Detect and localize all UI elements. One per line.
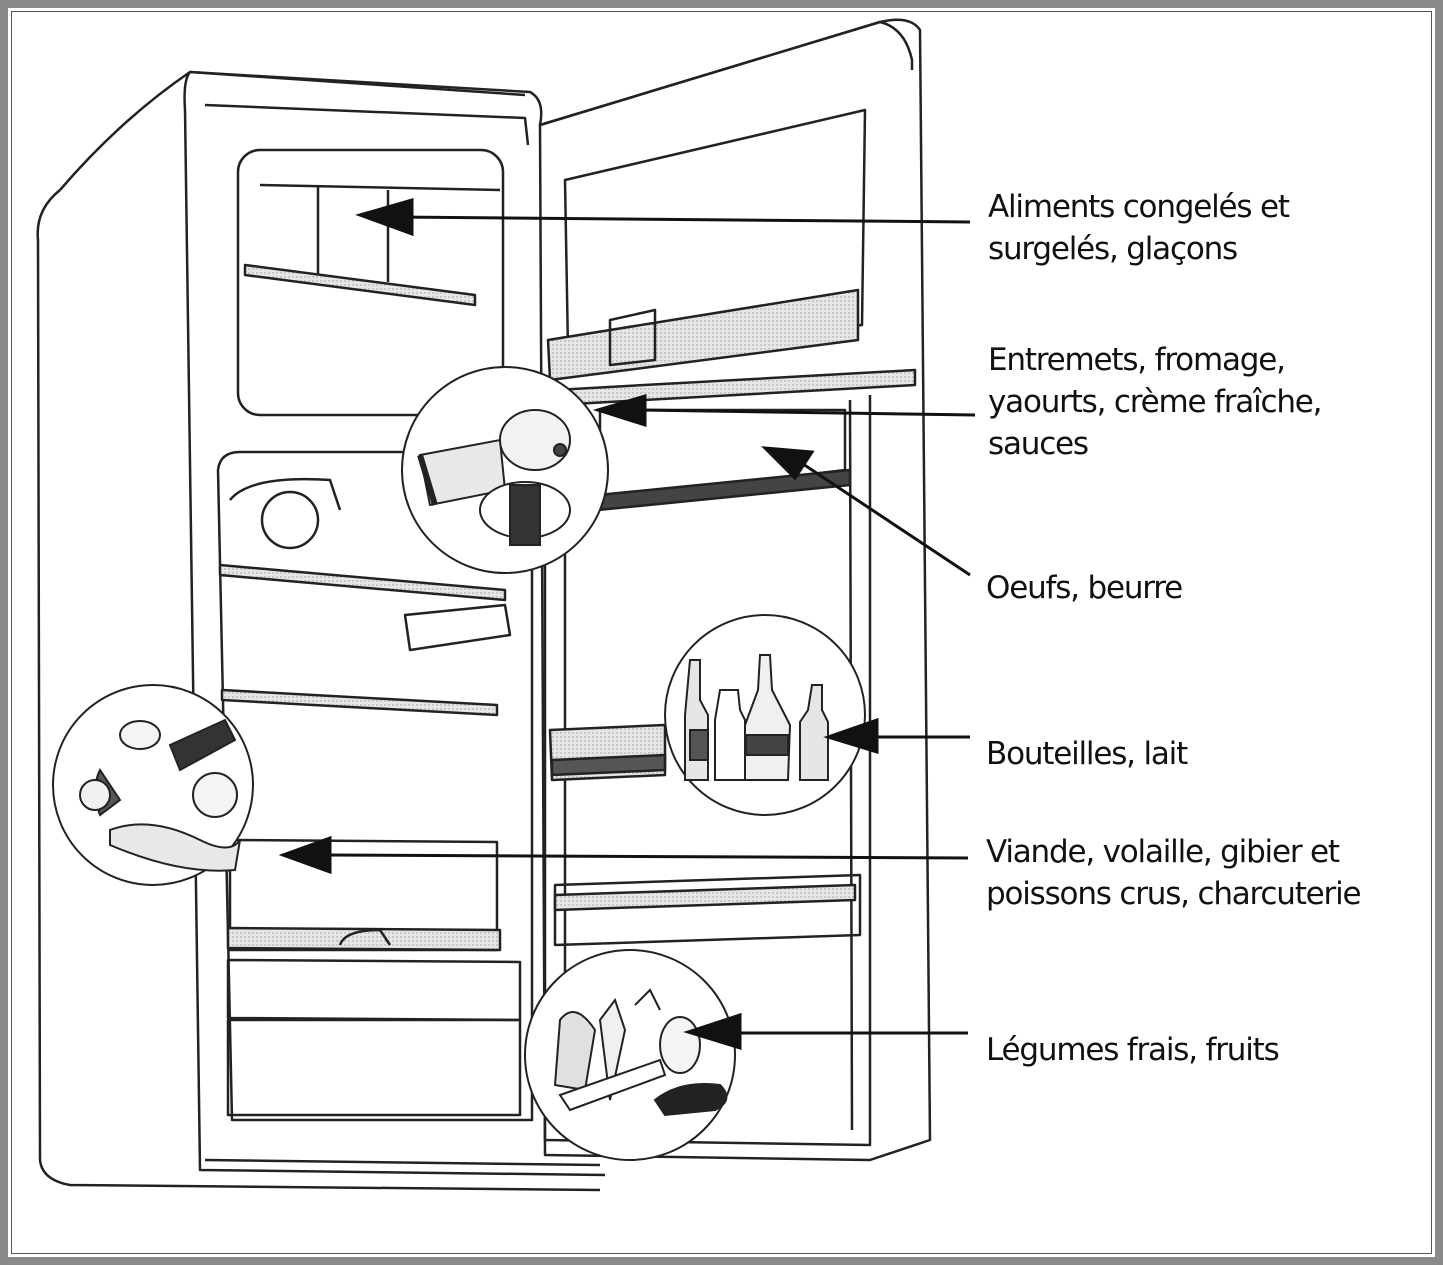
- pointer-lines: [278, 198, 976, 1051]
- arrowhead-bottles: [823, 717, 879, 755]
- label-meat-fish: Viande, volaille, gibier et poissons cru…: [986, 834, 1362, 912]
- label-bottles-milk: Bouteilles, lait: [986, 736, 1188, 772]
- inset-cheese: [401, 366, 609, 574]
- label-vegetables-fruits: Légumes frais, fruits: [986, 1032, 1280, 1068]
- pointer-line-eggs: [799, 460, 971, 577]
- arrowhead-meat: [278, 835, 332, 875]
- label-dairy: Entremets, fromage, yaourts, crème fraîc…: [988, 342, 1323, 462]
- arrowhead-vegetables: [683, 1012, 742, 1051]
- label-frozen-food: Aliments congelés et surgelés, glaçons: [988, 189, 1290, 267]
- pointer-line-dairy: [639, 408, 976, 417]
- arrowhead-eggs: [761, 446, 815, 481]
- inset-meat: [52, 684, 254, 886]
- arrowhead-frozen: [355, 198, 414, 237]
- label-eggs-butter: Oeufs, beurre: [986, 570, 1183, 606]
- pointer-line-frozen: [394, 215, 971, 224]
- inset-vegetables: [524, 949, 736, 1161]
- arrowhead-dairy: [592, 393, 647, 428]
- inset-bottles: [664, 614, 866, 816]
- fridge-body: [36, 70, 606, 1192]
- pointer-line-meat: [324, 853, 969, 860]
